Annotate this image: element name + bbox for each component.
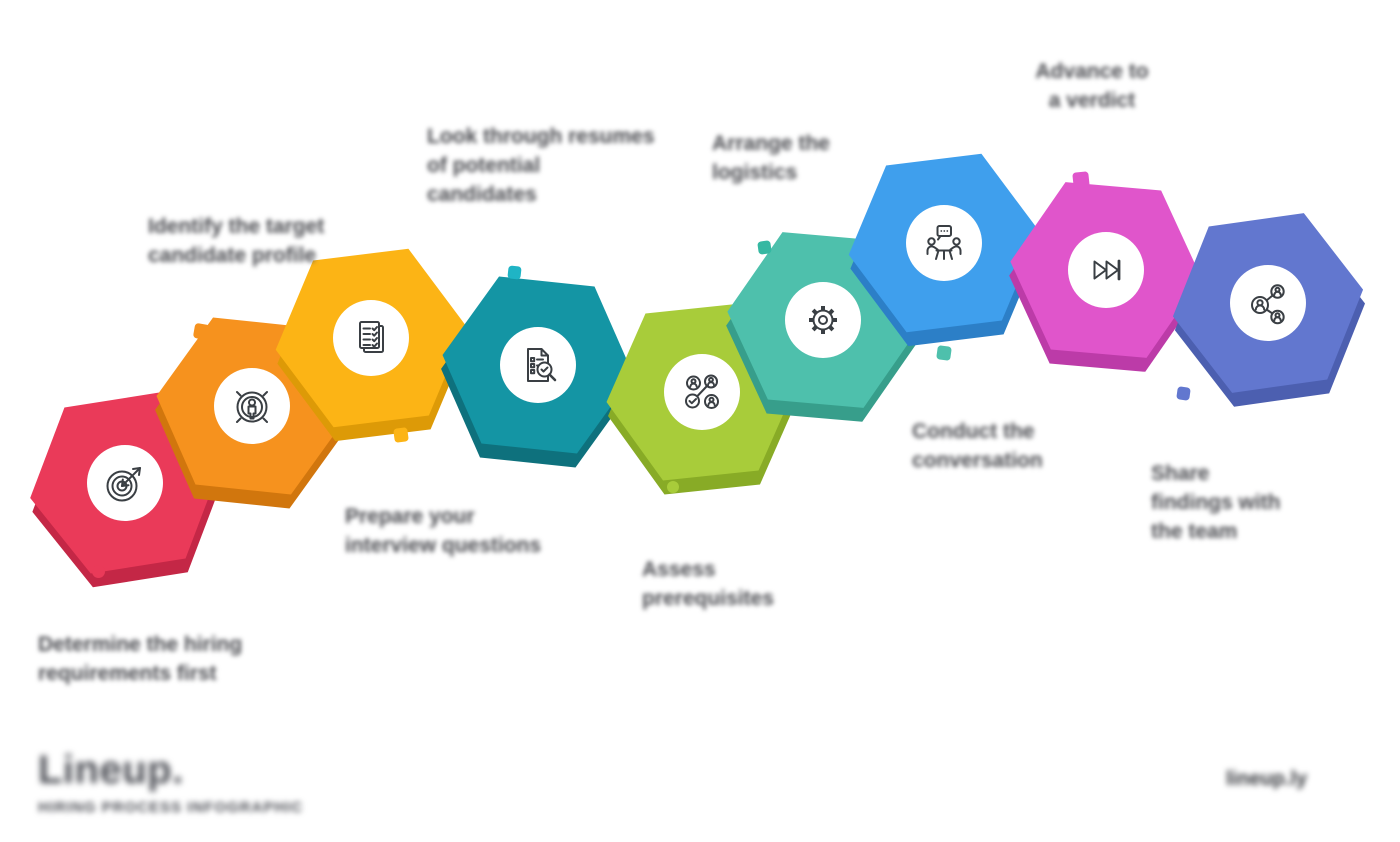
people-check-icon — [685, 374, 719, 409]
gear-icon — [809, 306, 837, 334]
decor-dot-indigo — [1176, 386, 1191, 401]
hex-step-3 — [271, 248, 471, 454]
infographic-subtitle: HIRING PROCESS INFOGRAPHIC — [38, 799, 304, 816]
step-icon-badge — [1230, 265, 1306, 341]
step-icon-badge — [1068, 232, 1144, 308]
fast-forward-icon — [1093, 259, 1121, 281]
target-dart-icon — [106, 467, 141, 502]
decor-dot-magenta — [1072, 171, 1090, 189]
hex-step-7 — [844, 153, 1044, 359]
share-people-icon — [1251, 284, 1285, 325]
infographic-title: Lineup. — [38, 748, 184, 792]
doc-magnifier-icon — [527, 348, 557, 382]
step-icon-badge — [87, 445, 163, 521]
brand-watermark: lineup.ly — [1226, 768, 1308, 790]
decor-dot-teal-green — [757, 240, 772, 255]
hex-step-4 — [438, 275, 638, 481]
decor-dot-orange — [192, 322, 211, 341]
decor-dot-yellow — [393, 427, 409, 443]
person-target-icon — [236, 391, 268, 423]
checklist-icon — [359, 321, 384, 353]
step-icon-badge — [333, 300, 409, 376]
step-icon-badge — [785, 282, 861, 358]
hex-step-8 — [1006, 180, 1206, 386]
decor-dot-cyan — [507, 265, 522, 280]
decor-dot-teal — [936, 345, 952, 361]
decor-dot-red — [92, 565, 105, 578]
step-icon-badge — [500, 327, 576, 403]
hex-step-9 — [1168, 213, 1368, 419]
step-icon-badge — [214, 368, 290, 444]
decor-dot-lime — [667, 481, 679, 493]
interview-icon — [926, 225, 962, 260]
step-icon-badge — [906, 205, 982, 281]
step-icon-badge — [664, 354, 740, 430]
